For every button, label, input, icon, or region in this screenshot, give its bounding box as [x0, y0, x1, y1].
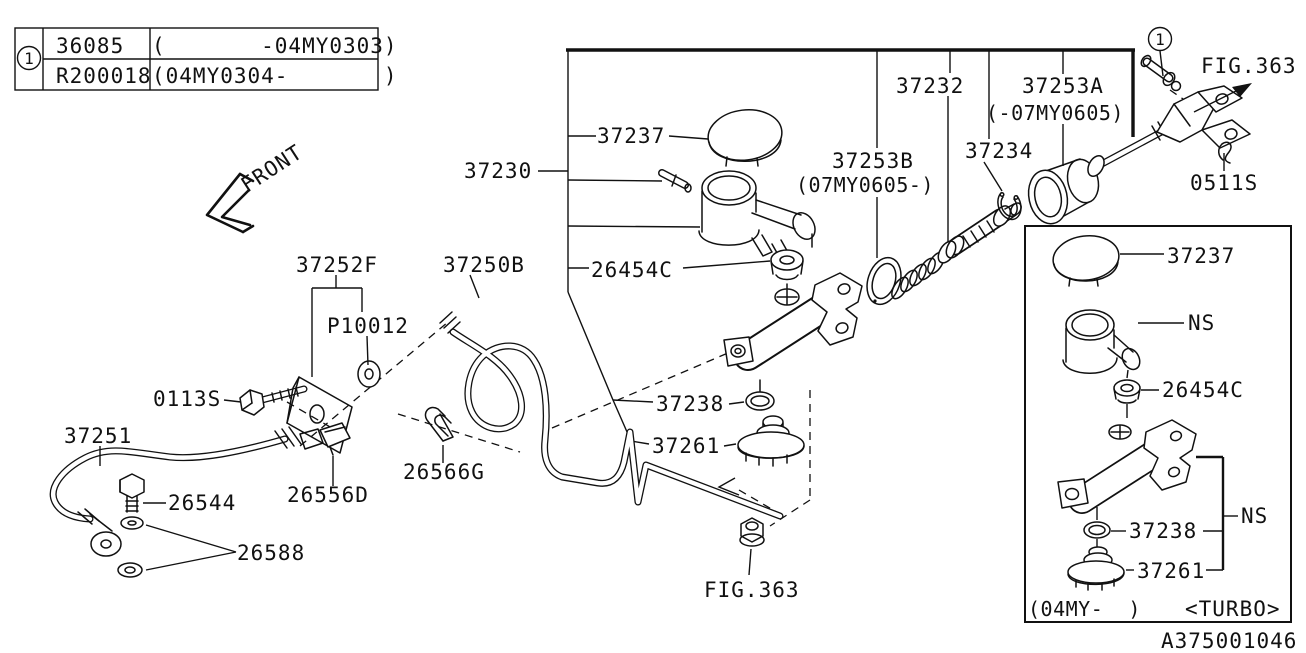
gasket-washers-drawing — [117, 516, 144, 578]
front-direction-arrow: FRONT — [205, 140, 307, 234]
label-37253a-range: (-07MY0605) — [986, 101, 1124, 125]
label-37251: 37251 — [64, 424, 132, 448]
label-0113s: 0113S — [153, 387, 221, 411]
grommet-26454c-drawing — [770, 249, 804, 301]
title-block: 1 36085 ( -04MY0303) R200018 (04MY0304- … — [14, 27, 398, 91]
pipe-clip-drawing — [424, 406, 454, 442]
dashed-reference-lines — [286, 89, 1197, 527]
inset-master-cylinder-drawing — [1057, 419, 1197, 514]
callout-1-icon — [1147, 26, 1173, 52]
label-26544: 26544 — [168, 491, 236, 515]
doc-code: A375001046 — [1161, 629, 1297, 653]
label-26556d: 26556D — [287, 483, 369, 507]
boot-37253a-drawing — [1027, 158, 1100, 225]
label-37232: 37232 — [896, 74, 964, 98]
oring-drawing — [745, 391, 775, 411]
label-0511s: 0511S — [1190, 171, 1258, 195]
boot-37253b-drawing — [866, 256, 902, 306]
label-37261: 37261 — [652, 434, 720, 458]
label-fig363-bottom: FIG.363 — [704, 578, 800, 602]
callout-1-number: 1 — [1155, 30, 1165, 49]
inset-label-37237: 37237 — [1167, 244, 1235, 268]
label-26588: 26588 — [237, 541, 305, 565]
label-37237: 37237 — [597, 124, 665, 148]
label-37250b: 37250B — [443, 253, 525, 277]
callout-1-number: 1 — [24, 49, 34, 68]
inset-grommet-drawing — [1113, 379, 1141, 404]
label-37253a: 37253A — [1022, 74, 1104, 98]
piston-kit-drawing — [891, 202, 1022, 300]
inset-label-ns-assembly: NS — [1241, 504, 1268, 528]
inset-label-37238: 37238 — [1129, 519, 1197, 543]
front-label: FRONT — [237, 140, 307, 197]
label-37252f: 37252F — [296, 253, 378, 277]
reservoir-pin-drawing — [658, 169, 692, 193]
master-cylinder-drawing — [723, 272, 863, 392]
push-rod-clevis-drawing — [1087, 85, 1251, 178]
inset-leader-lines — [1111, 253, 1238, 571]
reservoir-cap-drawing — [707, 109, 783, 167]
leader-lines — [99, 153, 1225, 576]
snap-pin-drawing — [1218, 141, 1232, 164]
inset-label-variant: <TURBO> — [1185, 597, 1281, 621]
inset-cap-drawing — [1052, 235, 1120, 287]
inset-label-37261: 37261 — [1137, 559, 1205, 583]
assembly-box — [538, 48, 1135, 445]
clevis-pin-drawing — [1140, 54, 1182, 92]
damper-drawing — [737, 415, 805, 467]
callout-1-icon — [16, 45, 42, 71]
fig-ref-top-arrow — [1193, 83, 1252, 113]
pipe-grommet-drawing — [357, 360, 381, 388]
inset-label-applicability: (04MY- ) — [1028, 597, 1141, 621]
pipe-joint-drawing — [319, 422, 351, 456]
clutch-pipe-drawing — [439, 311, 784, 520]
label-26454c: 26454C — [591, 258, 673, 282]
label-37230: 37230 — [464, 159, 532, 183]
title-part-no-1: 36085 — [56, 34, 124, 58]
main-labels: 37237 37230 37232 37253A (-07MY0605) 372… — [64, 54, 1297, 602]
inset-damper-drawing — [1067, 546, 1125, 591]
flare-nut-drawing — [739, 517, 765, 547]
label-fig363-top: FIG.363 — [1201, 54, 1297, 78]
inset-label-26454c: 26454C — [1162, 378, 1244, 402]
label-37234: 37234 — [965, 139, 1033, 163]
title-range-2: (04MY0304- ) — [152, 64, 398, 88]
label-37253b-range: (07MY0605-) — [796, 173, 934, 197]
inset-box: 37237 NS 26454C 37238 NS 37261 (04MY- ) … — [1024, 225, 1292, 623]
inset-oring-drawing — [1083, 521, 1111, 539]
inset-label-ns-reservoir: NS — [1188, 311, 1215, 335]
callout-1-top: 1 — [1147, 26, 1173, 77]
label-37238: 37238 — [656, 392, 724, 416]
label-37253b: 37253B — [832, 149, 914, 173]
snap-ring-drawing — [997, 191, 1022, 221]
title-range-1: ( -04MY0303) — [152, 34, 398, 58]
union-bolt-drawing — [119, 473, 145, 513]
flange-bolt-drawing — [239, 385, 308, 416]
clutch-hose-drawing — [49, 426, 324, 557]
label-p10012: P10012 — [327, 314, 409, 338]
label-26566g: 26566G — [403, 460, 485, 484]
inset-reservoir-drawing — [1062, 309, 1141, 374]
title-part-no-2: R200018 — [56, 64, 152, 88]
